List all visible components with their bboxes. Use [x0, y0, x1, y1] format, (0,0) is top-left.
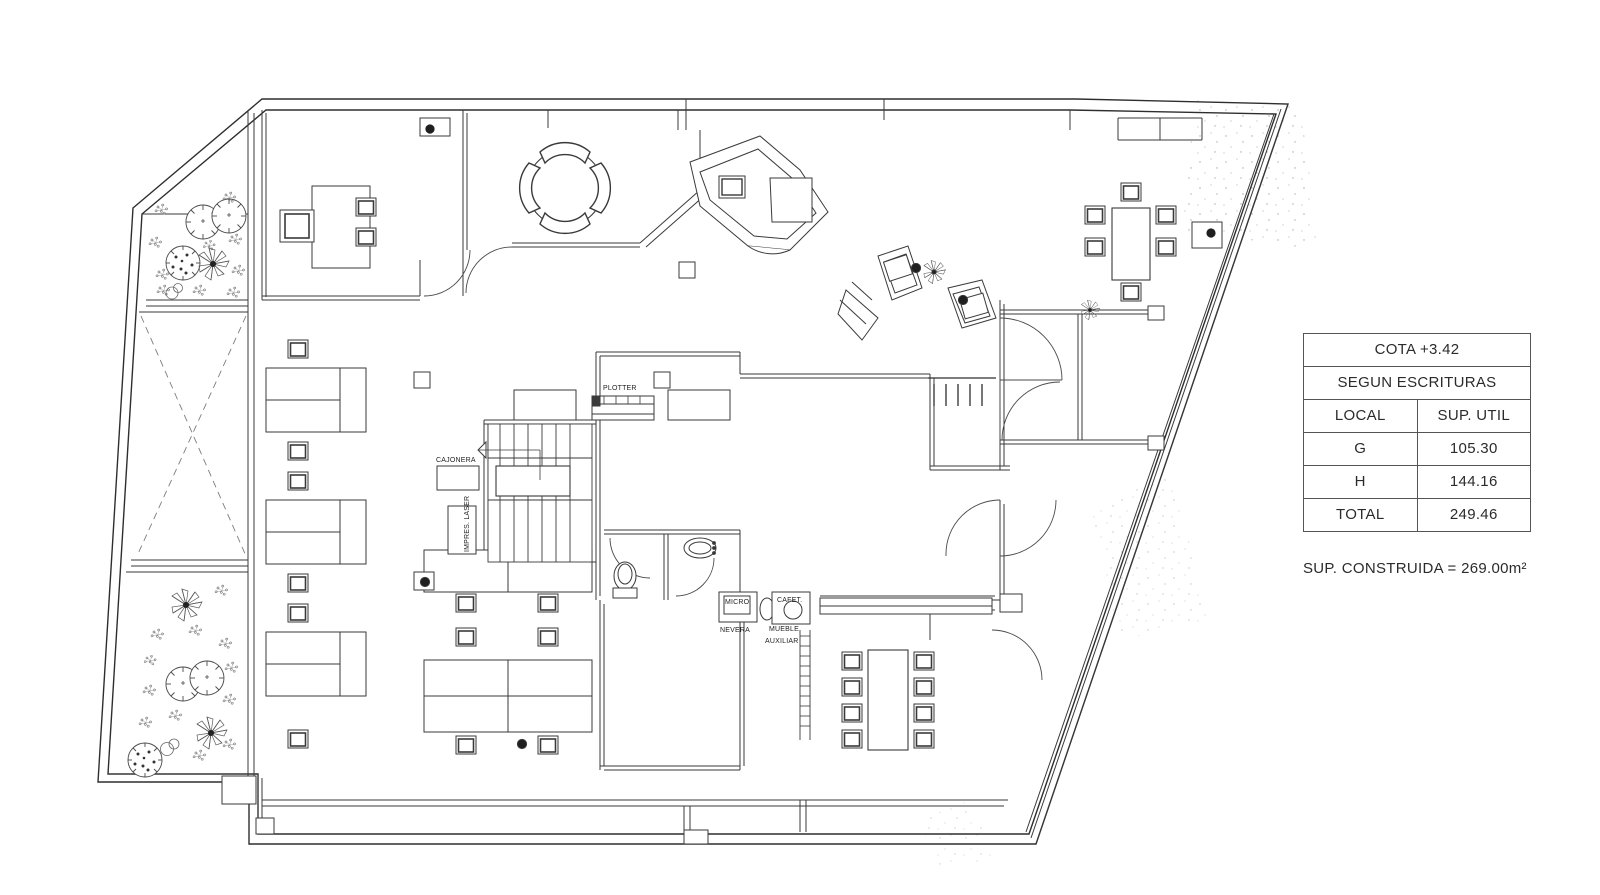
- table-row: G 105.30: [1303, 432, 1531, 466]
- exterior-ground-texture: [920, 100, 1320, 865]
- legend-col-sup-util: SUP. UTIL: [1416, 399, 1531, 433]
- laser-printer-cabinet: [447, 505, 477, 555]
- microwave-unit: [723, 595, 751, 615]
- boardroom-table-set: [1081, 182, 1223, 321]
- conference-table-set: [841, 649, 935, 751]
- legend-value-total: 249.46: [1416, 498, 1531, 532]
- label-auxiliar: AUXILIAR: [765, 638, 799, 645]
- legend-local-total: TOTAL: [1303, 498, 1418, 532]
- legend-value-g: 105.30: [1416, 432, 1531, 466]
- radiator-fins: [799, 630, 811, 740]
- label-cajonera: CAJONERA: [436, 457, 476, 464]
- legend-col-local: LOCAL: [1303, 399, 1418, 433]
- legend-local-h: H: [1303, 465, 1418, 499]
- garden-void-cross: [136, 315, 247, 557]
- coffee-machine: [783, 600, 803, 620]
- wall-blocks: [221, 305, 1165, 845]
- legend-title: COTA +3.42: [1303, 333, 1531, 367]
- garden-planting-lower: [127, 584, 238, 778]
- lounge-sofa-set: [689, 135, 829, 255]
- label-micro: MICRO: [725, 599, 750, 606]
- storage-cabinets: [436, 465, 480, 555]
- legend-header-row: LOCAL SUP. UTIL: [1303, 399, 1531, 433]
- coat-rack: [928, 377, 996, 406]
- cajonera-cabinet: [436, 465, 480, 491]
- label-cafetera: CAFET.: [777, 597, 803, 604]
- legend-title-row: COTA +3.42: [1303, 333, 1531, 367]
- bathroom-fixtures: [612, 537, 717, 599]
- desk-cluster-centre: [413, 389, 731, 755]
- round-table-set: [518, 141, 612, 235]
- label-impresora-laser: IMPRES. LASER: [464, 495, 471, 552]
- workstation-bank-left: [265, 339, 367, 749]
- service-counter: [819, 597, 993, 615]
- kitchenette: [718, 591, 811, 625]
- plotter-unit: [591, 395, 655, 421]
- staircase: [477, 423, 593, 563]
- legend-value-h: 144.16: [1416, 465, 1531, 499]
- table-row: H 144.16: [1303, 465, 1531, 499]
- columns-and-props: [413, 261, 696, 389]
- legend-subtitle-row: SEGUN ESCRITURAS: [1303, 366, 1531, 400]
- facade-northeast: [1025, 103, 1289, 845]
- office-northwest-furniture: [279, 117, 451, 269]
- building-outline: [97, 98, 1289, 845]
- garden-planting-upper: [148, 191, 247, 300]
- angled-desk-pods: [837, 245, 997, 341]
- area-schedule-table: COTA +3.42 SEGUN ESCRITURAS LOCAL SUP. U…: [1303, 333, 1531, 532]
- table-row: TOTAL 249.46: [1303, 498, 1531, 532]
- legend-subtitle: SEGUN ESCRITURAS: [1303, 366, 1531, 400]
- legend-local-g: G: [1303, 432, 1418, 466]
- label-mueble: MUEBLE: [769, 626, 799, 633]
- label-plotter: PLOTTER: [603, 385, 637, 392]
- sup-construida-note: SUP. CONSTRUIDA = 269.00m²: [1303, 560, 1527, 577]
- label-nevera: NEVERA: [720, 627, 750, 634]
